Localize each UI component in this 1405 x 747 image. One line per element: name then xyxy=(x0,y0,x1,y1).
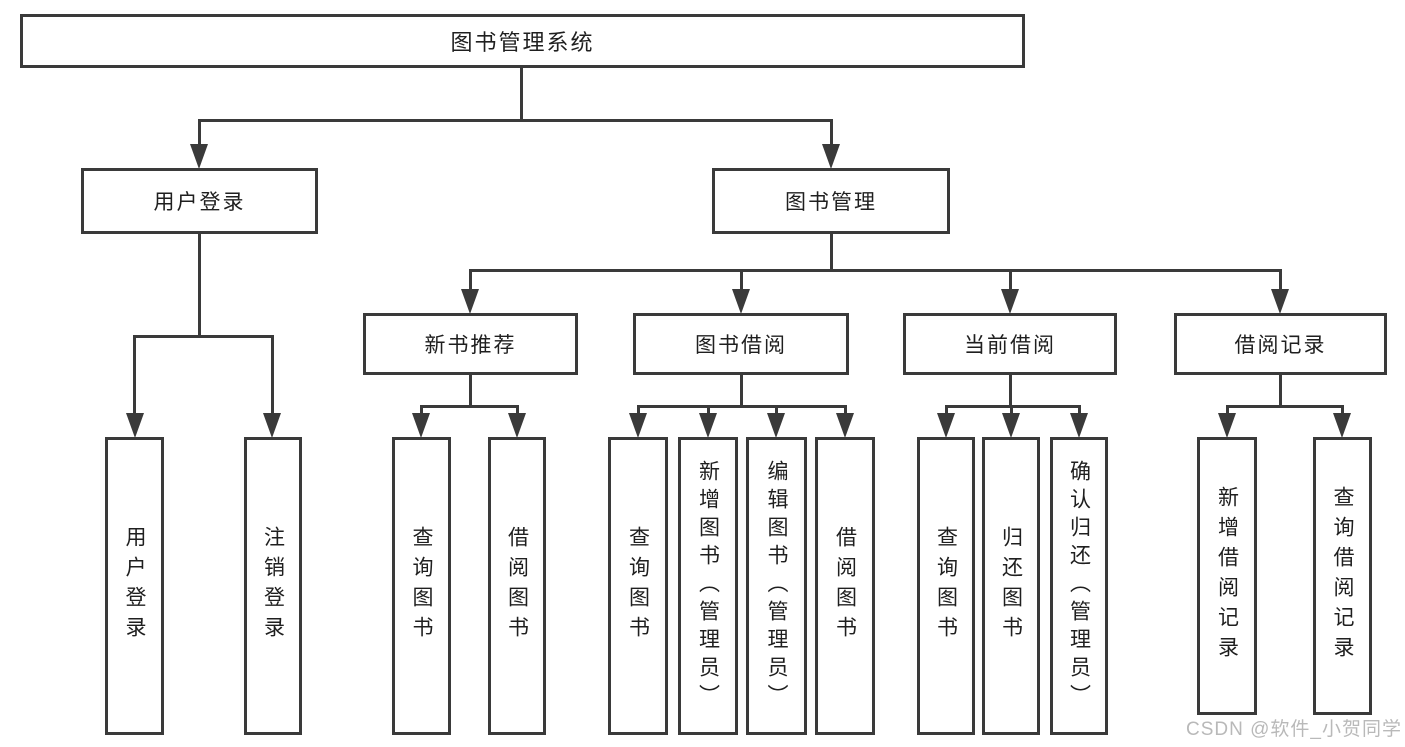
leaf-add-borrow-record: 新增借阅记录 xyxy=(1197,437,1257,715)
connector-line xyxy=(637,405,847,408)
leaf-add-book-admin: 新增图书（管理员） xyxy=(678,437,738,735)
connector-line xyxy=(945,405,1081,408)
arrowhead-down-icon xyxy=(461,289,479,314)
connector-line xyxy=(469,269,1282,272)
connector-line xyxy=(198,233,201,338)
leaf-query-borrow-record: 查询借阅记录 xyxy=(1313,437,1372,715)
leaf-borrow-books-borrowing: 借阅图书 xyxy=(815,437,875,735)
node-label: 用户登录 xyxy=(153,191,246,214)
connector-line xyxy=(420,405,519,408)
connector-line xyxy=(844,405,847,415)
node-label: 查询图书 xyxy=(934,526,958,646)
arrowhead-down-icon xyxy=(699,413,717,438)
leaf-query-books-recommend: 查询图书 xyxy=(392,437,451,735)
connector-line xyxy=(1009,269,1012,291)
leaf-return-book: 归还图书 xyxy=(982,437,1040,735)
connector-line xyxy=(830,119,833,147)
node-borrowing-records: 借阅记录 xyxy=(1174,313,1387,375)
connector-line xyxy=(945,405,948,415)
connector-line xyxy=(469,375,472,408)
node-label: 用户登录 xyxy=(123,526,146,646)
node-label: 图书管理系统 xyxy=(450,30,595,55)
connector-line xyxy=(198,119,201,147)
arrowhead-down-icon xyxy=(1001,289,1019,314)
arrowhead-down-icon xyxy=(126,413,144,438)
connector-line xyxy=(707,405,710,415)
arrowhead-down-icon xyxy=(937,413,955,438)
node-user-login: 用户登录 xyxy=(81,168,318,234)
node-new-book-recommendation: 新书推荐 xyxy=(363,313,578,375)
connector-line xyxy=(133,335,136,415)
node-label: 归还图书 xyxy=(999,526,1023,646)
node-current-borrowing: 当前借阅 xyxy=(903,313,1117,375)
leaf-borrow-books-recommend: 借阅图书 xyxy=(488,437,546,735)
node-label: 新增图书（管理员） xyxy=(696,460,720,712)
connector-line xyxy=(1078,405,1081,415)
connector-line xyxy=(520,68,523,122)
arrowhead-down-icon xyxy=(1070,413,1088,438)
node-label: 新书推荐 xyxy=(424,334,517,357)
connector-line xyxy=(1009,375,1012,408)
node-label: 图书借阅 xyxy=(695,334,787,357)
connector-line xyxy=(1279,375,1282,408)
leaf-confirm-return-admin: 确认归还（管理员） xyxy=(1050,437,1108,735)
node-library-management-system: 图书管理系统 xyxy=(20,14,1025,68)
arrowhead-down-icon xyxy=(767,413,785,438)
arrowhead-down-icon xyxy=(629,413,647,438)
arrowhead-down-icon xyxy=(412,413,430,438)
node-book-borrowing: 图书借阅 xyxy=(633,313,849,375)
connector-line xyxy=(740,375,743,408)
arrowhead-down-icon xyxy=(732,289,750,314)
arrowhead-down-icon xyxy=(836,413,854,438)
arrowhead-down-icon xyxy=(822,144,840,169)
leaf-user-login: 用户登录 xyxy=(105,437,164,735)
connector-line xyxy=(516,405,519,415)
connector-line xyxy=(271,335,274,415)
node-label: 借阅记录 xyxy=(1234,334,1327,357)
node-label: 当前借阅 xyxy=(964,334,1056,357)
connector-line xyxy=(1279,269,1282,291)
arrowhead-down-icon xyxy=(263,413,281,438)
connector-line xyxy=(637,405,640,415)
node-label: 确认归还（管理员） xyxy=(1067,460,1091,712)
connector-line xyxy=(420,405,423,415)
connector-line xyxy=(1226,405,1344,408)
node-label: 图书管理 xyxy=(785,191,877,214)
connector-line xyxy=(775,405,778,415)
node-label: 查询借阅记录 xyxy=(1331,486,1354,666)
connector-line xyxy=(830,233,833,272)
connector-line xyxy=(198,119,833,122)
leaf-edit-book-admin: 编辑图书（管理员） xyxy=(746,437,807,735)
leaf-query-books-borrowing: 查询图书 xyxy=(608,437,668,735)
leaf-logout: 注销登录 xyxy=(244,437,302,735)
arrowhead-down-icon xyxy=(1271,289,1289,314)
arrowhead-down-icon xyxy=(190,144,208,169)
node-label: 查询图书 xyxy=(626,526,650,646)
node-label: 借阅图书 xyxy=(833,526,857,646)
node-book-management: 图书管理 xyxy=(712,168,950,234)
node-label: 编辑图书（管理员） xyxy=(765,460,788,712)
arrowhead-down-icon xyxy=(1002,413,1020,438)
arrowhead-down-icon xyxy=(1218,413,1236,438)
leaf-query-books-current: 查询图书 xyxy=(917,437,975,735)
arrowhead-down-icon xyxy=(508,413,526,438)
node-label: 查询图书 xyxy=(410,526,433,646)
connector-line xyxy=(1226,405,1229,415)
connector-line xyxy=(133,335,274,338)
connector-line xyxy=(740,269,743,291)
arrowhead-down-icon xyxy=(1333,413,1351,438)
node-label: 新增借阅记录 xyxy=(1215,486,1239,666)
node-label: 注销登录 xyxy=(261,526,285,646)
csdn-watermark: CSDN @软件_小贺同学 xyxy=(1186,719,1402,740)
connector-line xyxy=(1010,405,1013,415)
connector-line xyxy=(1341,405,1344,415)
connector-line xyxy=(469,269,472,291)
node-label: 借阅图书 xyxy=(505,526,529,646)
